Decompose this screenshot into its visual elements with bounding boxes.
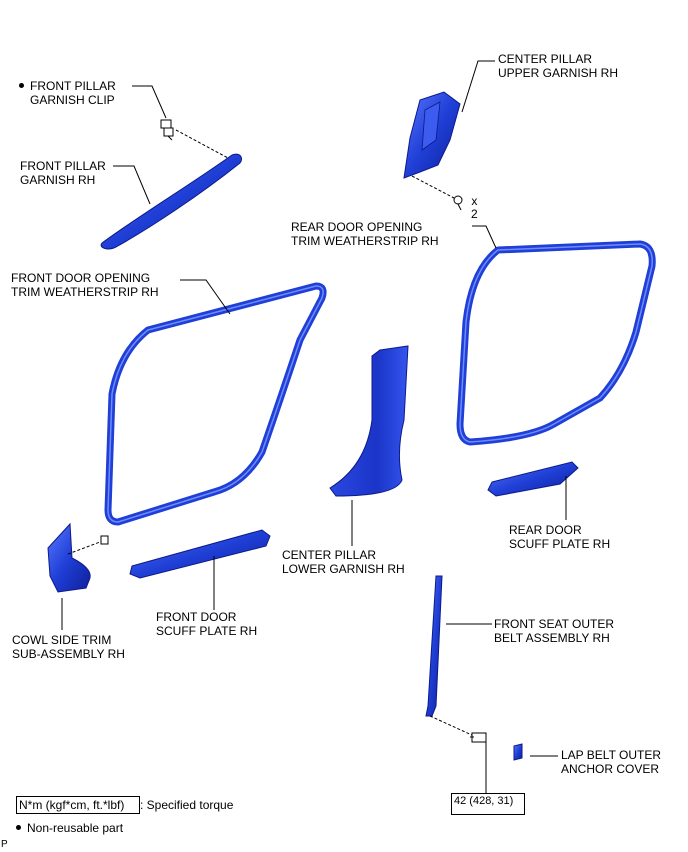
non-reusable-bullet [16,825,21,831]
non-reusable-legend: Non-reusable part [16,821,123,835]
label-line: FRONT PILLAR [30,79,116,93]
rear-weatherstrip-highlight [459,243,653,443]
label-line: UPPER GARNISH RH [498,66,619,80]
label-line: FRONT PILLAR [20,159,106,173]
rear-door-weatherstrip-part [456,240,656,446]
cowl-side-trim-part [47,522,91,593]
label-line: COWL SIDE TRIM [12,633,112,647]
label-line: REAR DOOR [509,523,582,537]
front-door-weatherstrip-label: FRONT DOOR OPENING TRIM WEATHERSTRIP RH [11,271,159,299]
label-line: GARNISH RH [20,173,96,187]
label-line: FRONT SEAT OUTER [494,617,615,631]
front-pillar-garnish-part [100,153,243,250]
label-line: CENTER PILLAR [498,52,593,66]
front-pillar-garnish-leader [113,165,151,205]
cowl-side-trim-label: COWL SIDE TRIM SUB-ASSEMBLY RH [12,633,125,661]
rear-door-scuff-plate-label: REAR DOOR SCUFF PLATE RH [509,523,610,551]
front-weatherstrip-highlight [107,285,324,523]
label-line: BELT ASSEMBLY RH [494,631,610,645]
label-line: FRONT DOOR [156,610,237,624]
upper-garnish-screw [453,195,463,211]
clip-dashed-line [175,129,229,159]
label-line: SUB-ASSEMBLY RH [12,647,125,661]
quantity-x: x [471,194,478,208]
non-reusable-bullet [19,83,24,89]
label-line: GARNISH CLIP [30,93,115,107]
label-line: LOWER GARNISH RH [282,562,405,576]
label-line: TRIM WEATHERSTRIP RH [291,234,439,248]
torque-legend-description: : Specified torque [140,798,234,812]
belt-anchor-bolt [470,732,487,743]
front-weatherstrip-leader [180,279,231,315]
screw-quantity-label: x 2 [471,195,478,221]
center-pillar-lower-garnish-part [329,345,409,497]
upper-garnish-detail [421,101,441,151]
label-line: SCUFF PLATE RH [156,624,258,638]
label-line: TRIM WEATHERSTRIP RH [11,285,159,299]
front-door-scuff-plate-label: FRONT DOOR SCUFF PLATE RH [156,610,257,638]
label-line: FRONT DOOR OPENING [11,271,151,285]
cowl-dashed-line [67,541,101,555]
rear-door-weatherstrip-label: REAR DOOR OPENING TRIM WEATHERSTRIP RH [291,220,439,248]
clip-leader-line [132,85,167,119]
front-door-scuff-plate-part [129,529,271,579]
torque-value-box: 42 (428, 31) [451,793,525,815]
rear-weatherstrip-leader [472,225,497,249]
front-pillar-garnish-label: FRONT PILLAR GARNISH RH [20,159,106,187]
center-pillar-upper-leader [461,60,495,113]
front-pillar-garnish-clip-label: FRONT PILLAR GARNISH CLIP [19,79,116,107]
label-line: SCUFF PLATE RH [509,537,611,551]
rear-door-scuff-plate-part [487,461,579,497]
label-line: REAR DOOR OPENING [291,220,423,234]
label-line: LAP BELT OUTER [561,748,662,762]
torque-legend-box: N*m (kgf*cm, ft.*lbf) [16,796,140,814]
belt-dashed-line [429,715,475,737]
lap-belt-cover-label: LAP BELT OUTER ANCHOR COVER [561,748,661,776]
upper-garnish-dashed-line [411,175,455,199]
quantity-count: 2 [471,207,478,221]
non-reusable-text: Non-reusable part [27,821,124,835]
lap-belt-cover-part [513,743,523,761]
figure-code: P [1,839,8,850]
label-line: ANCHOR COVER [561,762,660,776]
center-pillar-upper-garnish-label: CENTER PILLAR UPPER GARNISH RH [498,52,618,80]
front-seat-belt-part [425,575,443,717]
center-pillar-lower-garnish-label: CENTER PILLAR LOWER GARNISH RH [282,548,405,576]
front-pillar-garnish-clip-part [160,119,174,141]
front-seat-belt-label: FRONT SEAT OUTER BELT ASSEMBLY RH [494,617,614,645]
cowl-clip [100,535,109,545]
front-door-weatherstrip-part [104,282,327,526]
label-line: CENTER PILLAR [282,548,377,562]
